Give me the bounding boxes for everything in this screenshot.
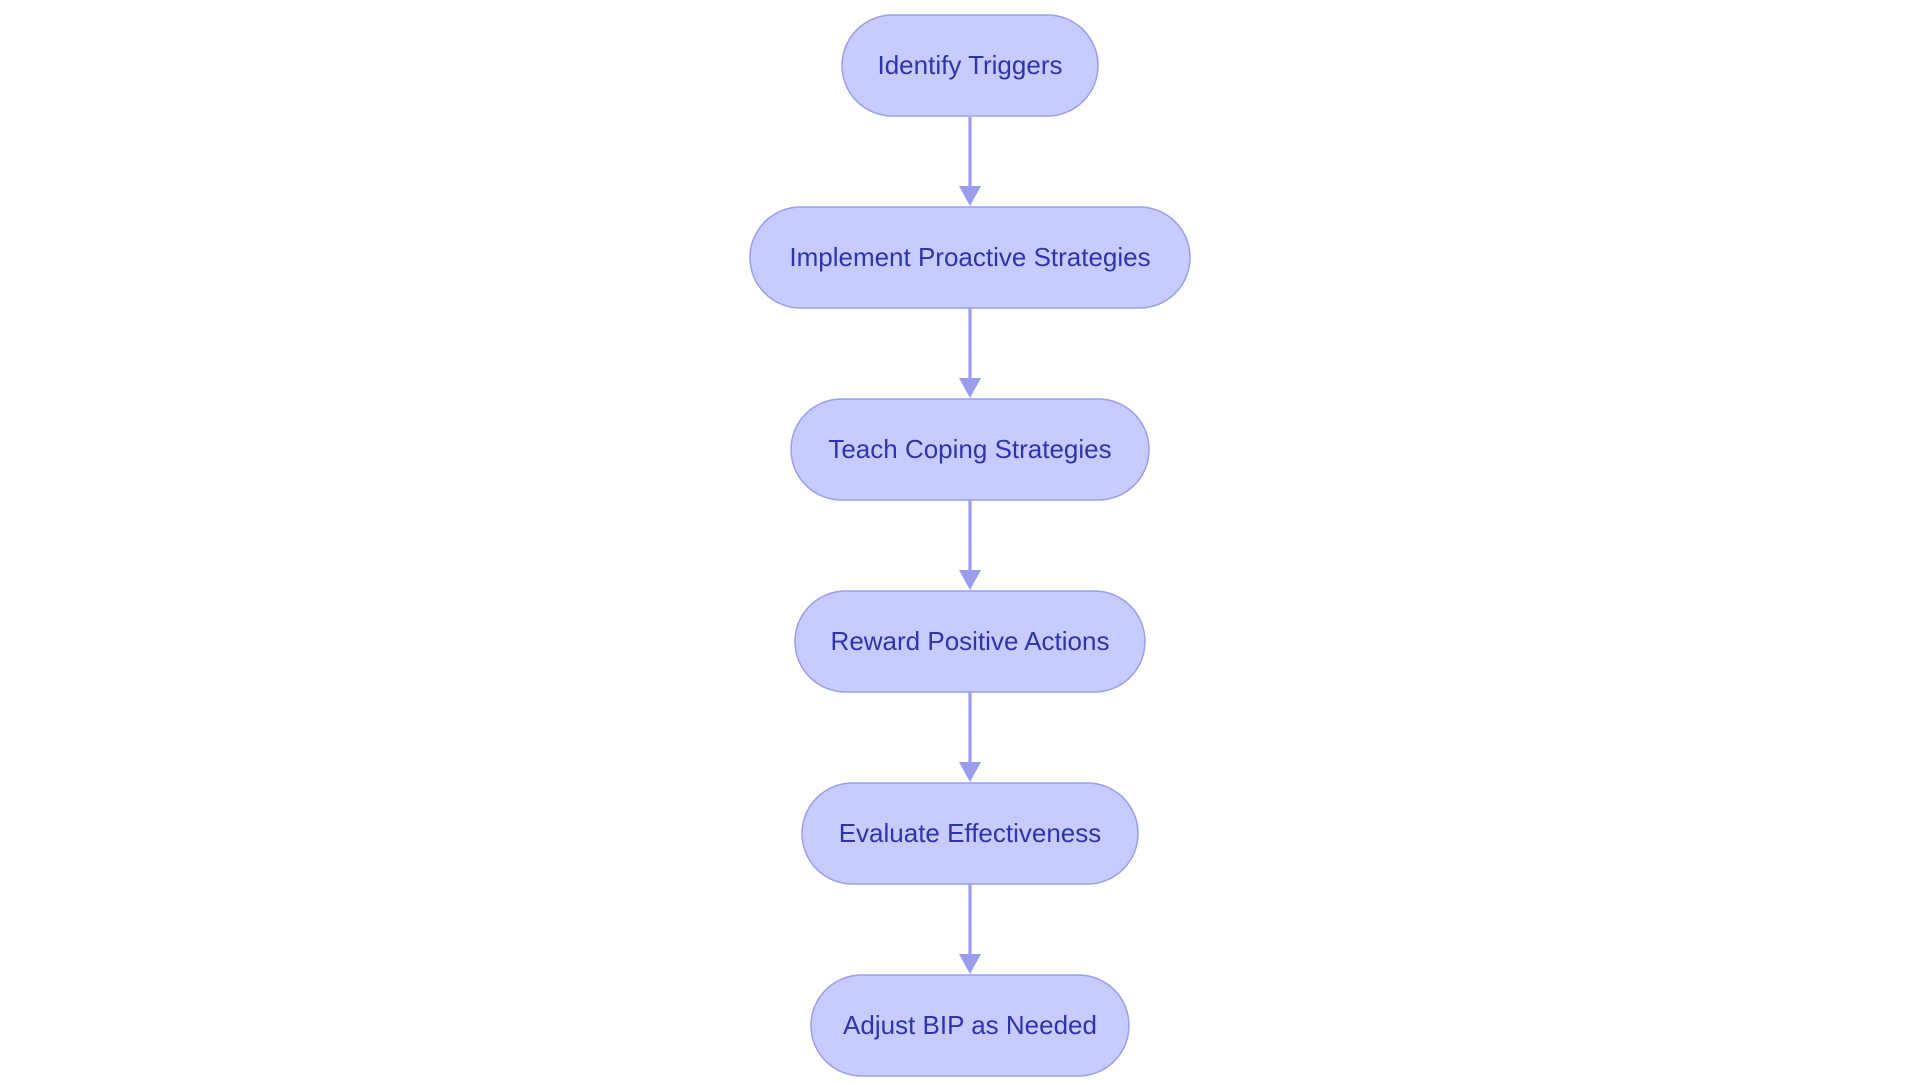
edge-reward-to-evaluate <box>959 692 981 782</box>
node-evaluate-effectiveness[interactable]: Evaluate Effectiveness <box>801 782 1139 885</box>
edge-identify-to-implement <box>959 117 981 206</box>
node-adjust-bip-as-needed[interactable]: Adjust BIP as Needed <box>810 974 1130 1077</box>
node-label: Adjust BIP as Needed <box>843 1010 1097 1040</box>
node-identify-triggers[interactable]: Identify Triggers <box>841 14 1099 117</box>
edge-implement-to-teach <box>959 308 981 398</box>
node-teach-coping-strategies[interactable]: Teach Coping Strategies <box>790 398 1150 501</box>
node-label: Teach Coping Strategies <box>828 434 1111 464</box>
nodes-layer: Identify Triggers Implement Proactive St… <box>749 14 1191 1077</box>
node-reward-positive-actions[interactable]: Reward Positive Actions <box>794 590 1146 693</box>
edge-evaluate-to-adjust <box>959 884 981 974</box>
edge-teach-to-reward <box>959 500 981 590</box>
node-label: Implement Proactive Strategies <box>789 242 1150 272</box>
node-implement-proactive-strategies[interactable]: Implement Proactive Strategies <box>749 206 1191 309</box>
node-label: Identify Triggers <box>878 50 1063 80</box>
edges-layer <box>959 117 981 974</box>
node-label: Reward Positive Actions <box>831 626 1110 656</box>
node-label: Evaluate Effectiveness <box>839 818 1102 848</box>
